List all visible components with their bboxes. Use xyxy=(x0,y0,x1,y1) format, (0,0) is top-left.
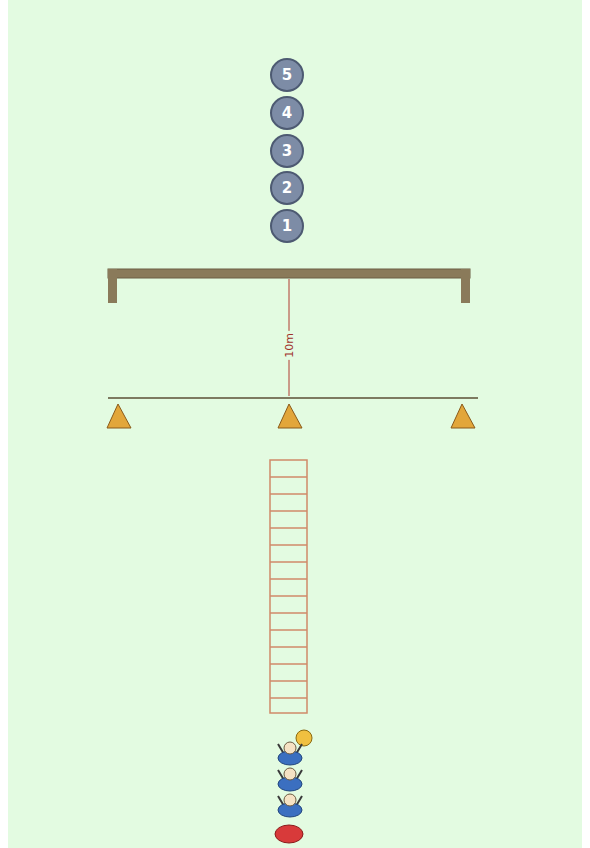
numbered-disc: 1 xyxy=(270,209,304,243)
disc-number: 5 xyxy=(282,68,292,83)
numbered-disc: 5 xyxy=(270,58,304,92)
disc-number: 1 xyxy=(282,219,292,234)
distance-label: 10m xyxy=(282,331,295,360)
numbered-disc: 2 xyxy=(270,171,304,205)
agility-ladder xyxy=(270,460,307,713)
disc-number: 4 xyxy=(282,106,292,121)
numbered-disc: 4 xyxy=(270,96,304,130)
numbered-disc: 3 xyxy=(270,134,304,168)
players xyxy=(275,730,312,843)
disc-number: 3 xyxy=(282,144,292,159)
disc-number: 2 xyxy=(282,181,292,196)
cones xyxy=(107,404,475,428)
start-line xyxy=(108,397,478,399)
